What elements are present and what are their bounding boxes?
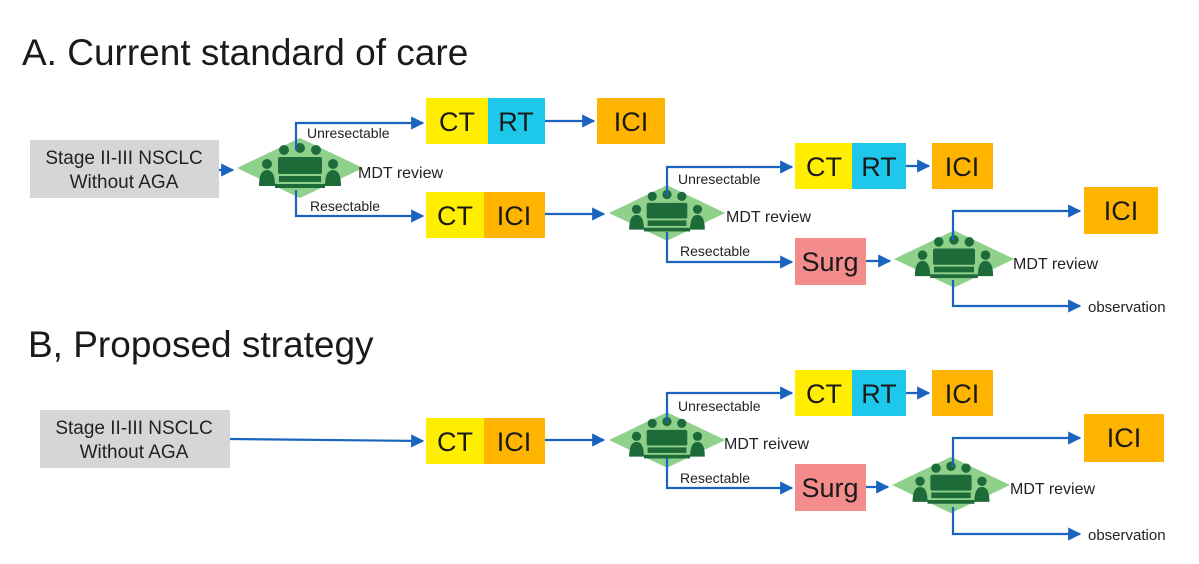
a-mdt1-meeting-icon <box>237 138 363 198</box>
a-rt3-label: RT <box>861 152 897 182</box>
a-start-line1: Stage II-III NSCLC <box>45 148 202 169</box>
a-mdt2-label: MDT review <box>726 209 811 226</box>
b-rt2-label: RT <box>861 379 897 409</box>
a-arrow-mdt3-observation <box>951 280 1082 313</box>
b-ici3-label: ICI <box>1107 423 1142 453</box>
b-ici2-box: ICI <box>932 370 993 416</box>
section-a-title: A. Current standard of care <box>22 32 468 73</box>
b-ici3-box: ICI <box>1084 414 1164 462</box>
a-arrow-resectable1 <box>294 190 425 223</box>
a-arrow-resectable2 <box>665 232 794 269</box>
a-surg-label: Surg <box>801 247 858 277</box>
b-observation-label: observation <box>1088 527 1166 544</box>
a-rt1-label: RT <box>498 107 534 137</box>
a-ct3-label: CT <box>806 152 842 182</box>
a-observation-label: observation <box>1088 299 1166 316</box>
b-start-line1: Stage II-III NSCLC <box>55 418 212 439</box>
a-ct2-label: CT <box>437 201 473 231</box>
b-arrow-resectable <box>665 458 794 495</box>
b-start-node: Stage II-III NSCLC Without AGA <box>40 410 230 468</box>
a-ici1-box: ICI <box>597 98 665 144</box>
a-ici3-box: ICI <box>932 143 993 189</box>
a-resectable2-label: Resectable <box>680 243 750 259</box>
a-ici4-box: ICI <box>1084 187 1158 234</box>
a-unresectable2-label: Unresectable <box>678 171 761 187</box>
a-ici3-label: ICI <box>945 152 980 182</box>
a-mdt3-label: MDT review <box>1013 256 1098 273</box>
a-arrow-mdt3-ici4 <box>951 204 1082 240</box>
a-ct-ici-box: CT ICI <box>426 192 545 238</box>
b-surg-box: Surg <box>795 464 866 511</box>
a-ici1-label: ICI <box>614 107 649 137</box>
b-start-line2: Without AGA <box>80 442 189 463</box>
b-arrow-start-ctici <box>229 434 425 448</box>
b-ct-rt-box: CT RT <box>795 370 906 416</box>
b-mdt2-label: MDT review <box>1010 481 1095 498</box>
b-arrow-mdt2-observation <box>951 507 1082 541</box>
a-start-node: Stage II-III NSCLC Without AGA <box>30 140 219 198</box>
b-unresectable-label: Unresectable <box>678 398 761 414</box>
b-arrow-unresectable <box>665 386 794 422</box>
a-ici2-label: ICI <box>497 201 532 231</box>
a-ct-rt-box-2: CT RT <box>795 143 906 189</box>
a-start-line2: Without AGA <box>70 172 179 193</box>
b-mdt2-meeting-icon <box>891 456 1011 514</box>
a-ici4-label: ICI <box>1104 196 1139 226</box>
b-ici1-label: ICI <box>497 427 532 457</box>
a-surg-box: Surg <box>795 238 866 285</box>
a-arrow-unresectable2 <box>665 160 794 196</box>
a-ct-rt-box: CT RT <box>426 98 545 144</box>
section-b-title: B, Proposed strategy <box>28 324 374 365</box>
a-ct1-label: CT <box>439 107 475 137</box>
a-arrow-unresectable1 <box>294 116 425 150</box>
b-ct-ici-box: CT ICI <box>426 418 545 464</box>
a-resectable1-label: Resectable <box>310 198 380 214</box>
b-arrow-mdt2-ici3 <box>951 431 1082 467</box>
b-ct2-label: CT <box>806 379 842 409</box>
b-ici2-label: ICI <box>945 379 980 409</box>
b-mdt1-label: MDT reivew <box>724 436 809 453</box>
b-resectable-label: Resectable <box>680 470 750 486</box>
a-unresectable1-label: Unresectable <box>307 125 390 141</box>
b-surg-label: Surg <box>801 473 858 503</box>
b-ct1-label: CT <box>437 427 473 457</box>
a-mdt1-label: MDT review <box>358 165 443 182</box>
